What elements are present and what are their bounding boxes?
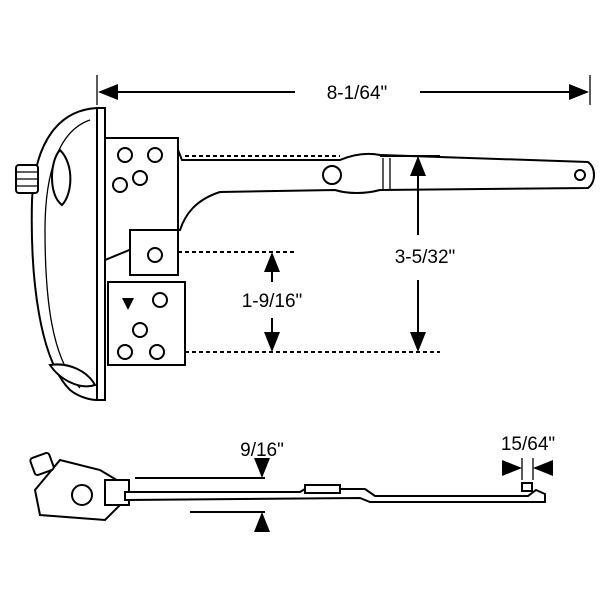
screws [112, 147, 168, 360]
bracket-offset-label: 1-9/16" [242, 291, 303, 312]
overall-length-dimension: 8-1/64" [96, 75, 591, 105]
mounting-brackets [104, 137, 186, 366]
bracket-offset-dimension: 1-9/16" [242, 252, 303, 352]
operator-arm [177, 149, 595, 231]
end-hole-label: 15/64" [501, 434, 555, 455]
arm-offset-label: 3-5/32" [395, 247, 456, 268]
operator-housing [15, 106, 106, 402]
side-view: 9/16" 15/64" [29, 434, 555, 532]
arm-offset-dimension: 3-5/32" [395, 156, 456, 352]
side-height-label: 9/16" [240, 440, 284, 461]
overall-length-label: 8-1/64" [327, 83, 388, 104]
